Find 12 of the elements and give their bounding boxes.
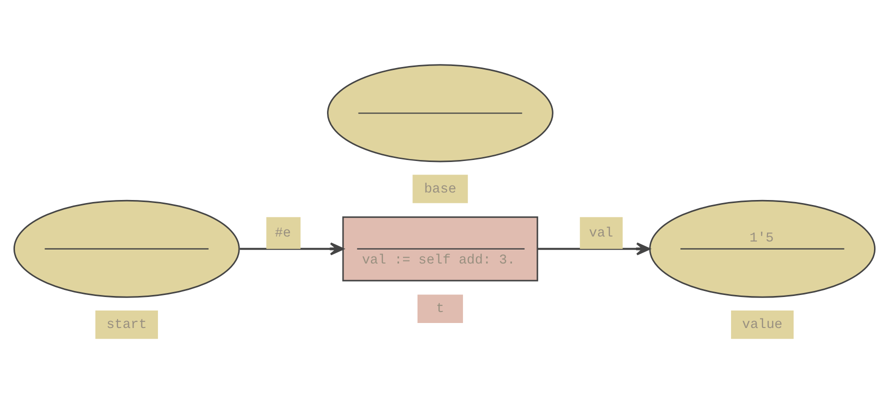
node-circle bbox=[13, 200, 240, 298]
node-label: base bbox=[424, 182, 456, 198]
node-ellipse: 1'5 bbox=[649, 200, 876, 298]
node-label: start bbox=[106, 318, 147, 334]
node-box: val := self add: 3. bbox=[342, 216, 538, 282]
arrow bbox=[538, 242, 650, 256]
edge-label: #e bbox=[274, 226, 292, 242]
node-label: value bbox=[742, 318, 783, 334]
node-label: t bbox=[436, 302, 444, 318]
edge-label: val bbox=[589, 226, 614, 242]
arrow bbox=[240, 242, 344, 256]
node-circle bbox=[327, 64, 554, 162]
